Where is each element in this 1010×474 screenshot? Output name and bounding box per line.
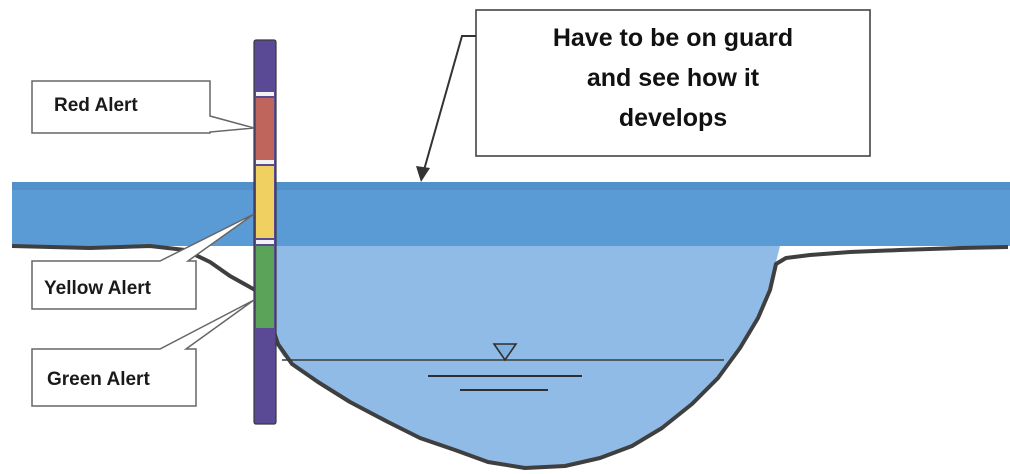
high-water-band: [12, 182, 1010, 246]
yellow-alert-text: Yellow Alert: [44, 278, 152, 299]
callout-line-1: Have to be on guard: [553, 24, 793, 52]
red-alert-label: Red Alert: [32, 81, 254, 133]
callout-line-3: develops: [619, 104, 727, 132]
gauge-segment-red: [256, 98, 274, 160]
red-alert-text: Red Alert: [54, 95, 138, 116]
callout-line-2: and see how it: [587, 64, 760, 92]
high-water-band-shade: [12, 182, 1010, 190]
basin-water: [262, 246, 780, 468]
gauge-segment-green: [256, 246, 274, 328]
callout-pointer-arrow: [416, 36, 476, 182]
green-alert-label: Green Alert: [32, 300, 254, 406]
gauge-segment-yellow: [256, 166, 274, 238]
water-gauge-pole: [254, 40, 276, 424]
green-alert-text: Green Alert: [47, 369, 150, 390]
